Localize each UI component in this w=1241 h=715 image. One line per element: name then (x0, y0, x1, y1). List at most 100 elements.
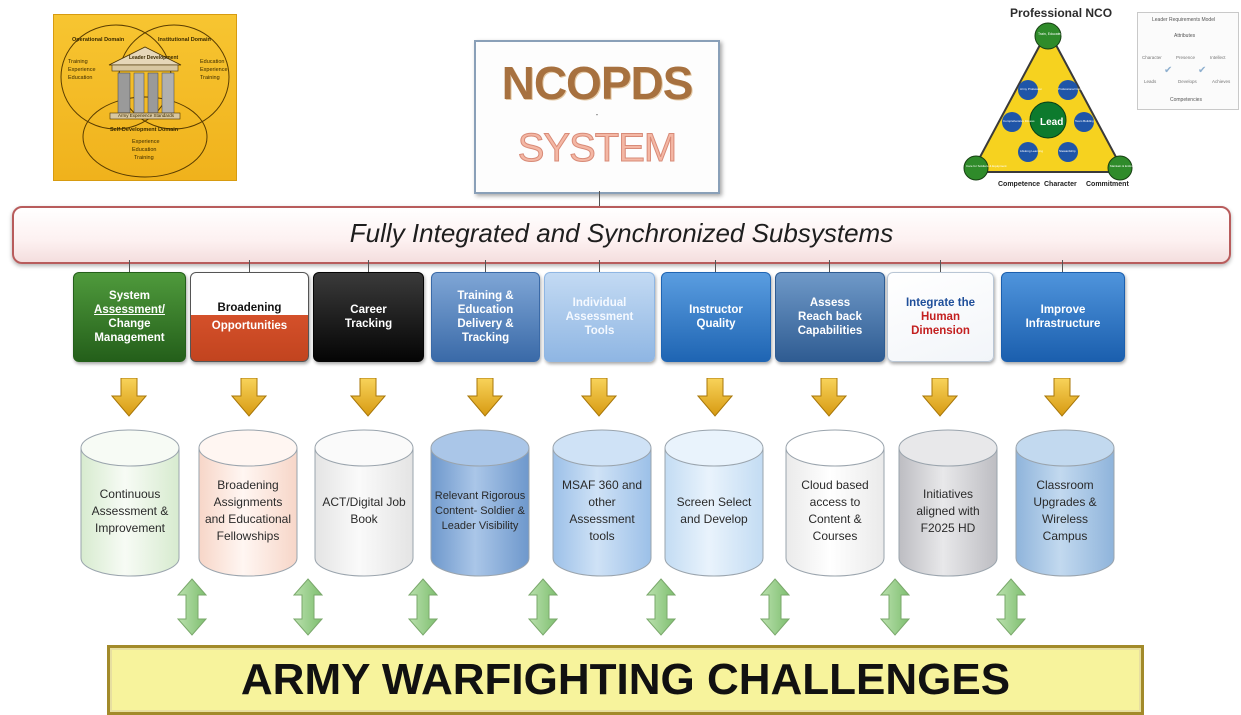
double-arrow-icon (292, 578, 324, 636)
subsystem-label-line: Opportunities (211, 320, 288, 332)
lrm-attr-item: Presence (1176, 55, 1196, 60)
double-arrow-icon (407, 578, 439, 636)
outcome-cylinder: Continuous Assessment & Improvement (80, 428, 180, 578)
cylinder-label: Cloud based access to Content & Courses (801, 478, 869, 543)
lrm-competencies: Competencies (1170, 97, 1202, 103)
subsystem-connector-line (367, 260, 369, 272)
leader-requirements-model: Leader Requirements Model Attributes Cha… (1137, 12, 1239, 110)
subsystem-label-line: Assess (809, 297, 851, 309)
lrm-attributes: Attributes (1174, 33, 1196, 39)
subsystem-label-line: Tracking (344, 318, 393, 330)
outcome-cylinder: MSAF 360 and other Assessment tools (552, 428, 652, 578)
nco-inner-label: Professional Competence (1058, 87, 1093, 91)
bottom-list-item: Experience (132, 139, 160, 145)
title-separator: - (595, 110, 599, 119)
right-list-item: Experience (200, 67, 228, 73)
operational-domain-label: Operational Domain (72, 37, 125, 43)
commitment-label: Commitment (1086, 181, 1129, 188)
bottom-list-item: Education (132, 147, 157, 153)
bottom-list-item: Training (134, 155, 154, 161)
outcome-cylinder: Initiatives aligned with F2025 HD (898, 428, 998, 578)
subsystem-label-line: Tracking (461, 332, 510, 344)
down-arrow-icon (110, 377, 147, 418)
subsystem-connector-line (598, 260, 600, 272)
subsystem-label-line: Dimension (911, 325, 970, 337)
title-ncopds: NCOPDS (501, 57, 694, 109)
lrm-comp-item: Leads (1144, 79, 1157, 84)
subsystem-connector-line (939, 260, 941, 272)
cylinder-label: Relevant Rigorous Content- Soldier & Lea… (434, 489, 526, 532)
outcome-cylinder: Cloud based access to Content & Courses (785, 428, 885, 578)
subsystem-label-line: Delivery & (457, 318, 514, 330)
double-arrow-icon (995, 578, 1027, 636)
subsystem-connector-line (248, 260, 250, 272)
checkmark-icon: ✔ (1198, 65, 1207, 76)
subsystem-label-line: Infrastructure (1025, 318, 1101, 330)
down-arrow-icon (696, 377, 734, 418)
down-arrow-icon (580, 377, 617, 418)
title-system: SYSTEM (517, 126, 677, 171)
competence-label: Competence (998, 181, 1041, 188)
lrm-title: Leader Requirements Model (1152, 17, 1216, 23)
down-arrow-icon (349, 377, 386, 418)
down-arrow-icon (921, 377, 958, 418)
domain-circles-graphic (60, 24, 230, 178)
nco-inner-label: Army Profession (1020, 87, 1043, 91)
professional-nco-title: Professional NCO (1010, 6, 1113, 20)
subsystem-label-line: Improve (1040, 304, 1086, 316)
subsystem-label-line: Career (350, 304, 387, 316)
outcome-cylinder: Broadening Assignments and Educational F… (198, 428, 298, 578)
self-development-domain-label: Self-Development Domain (110, 127, 179, 133)
cylinder-label: Broadening Assignments and Educational F… (204, 478, 292, 543)
down-arrow-icon (1043, 377, 1081, 418)
character-label: Character (1044, 181, 1077, 188)
double-arrow-icon (759, 578, 791, 636)
left-list-item: Experience (68, 67, 96, 73)
professional-nco-triangle: Lead Train, Educate, & Develop Care for … (962, 22, 1150, 192)
leader-development-domains-diagram: Operational Domain Institutional Domain … (53, 14, 237, 181)
subsystem-label-line: Management (94, 332, 165, 344)
subsystem-label-line: Instructor (689, 304, 743, 316)
subsystem-label-line: Capabilities (797, 325, 863, 337)
double-arrow-icon (527, 578, 559, 636)
subsystem-label-line: Individual (572, 297, 627, 309)
lrm-comp-item: Develops (1178, 79, 1197, 84)
army-warfighting-challenges-label: ARMY WARFIGHTING CHALLENGES (240, 655, 1011, 704)
subsystem-label-line: Change (108, 318, 151, 330)
right-list-item: Education (200, 59, 225, 65)
institutional-domain-label: Institutional Domain (158, 37, 211, 43)
outcome-cylinder: Relevant Rigorous Content- Soldier & Lea… (430, 428, 530, 578)
nco-inner-label: Stewardship (1059, 149, 1076, 153)
subsystem-connector-line (1062, 260, 1063, 272)
lead-label: Lead (1040, 117, 1064, 128)
subsystem-label-line: Quality (696, 318, 736, 330)
right-list-item: Training (200, 75, 220, 81)
outcome-cylinder: Classroom Upgrades & Wireless Campus (1015, 428, 1115, 578)
ncopds-title-box: NCOPDS - SYSTEM (474, 40, 720, 194)
subsystem-label-line: Integrate the (905, 297, 975, 309)
title-connector-line (599, 191, 600, 206)
nco-top-label: Train, Educate, & Develop (1038, 32, 1079, 36)
cylinder-label: Screen Select and Develop (676, 495, 752, 526)
lrm-attr-item: Intellect (1210, 55, 1226, 60)
subsystem-label-line: Human (921, 311, 960, 323)
subsystem-connector-line (715, 260, 716, 272)
nco-inner-label: Team Building (1075, 119, 1094, 123)
subsystem-connector-line (829, 260, 830, 272)
left-list-item: Training (68, 59, 88, 65)
leader-development-label: Leader Development (129, 55, 179, 61)
double-arrow-icon (645, 578, 677, 636)
nco-bottom-right-label: Maintain & Enforce Standards (1110, 164, 1150, 168)
